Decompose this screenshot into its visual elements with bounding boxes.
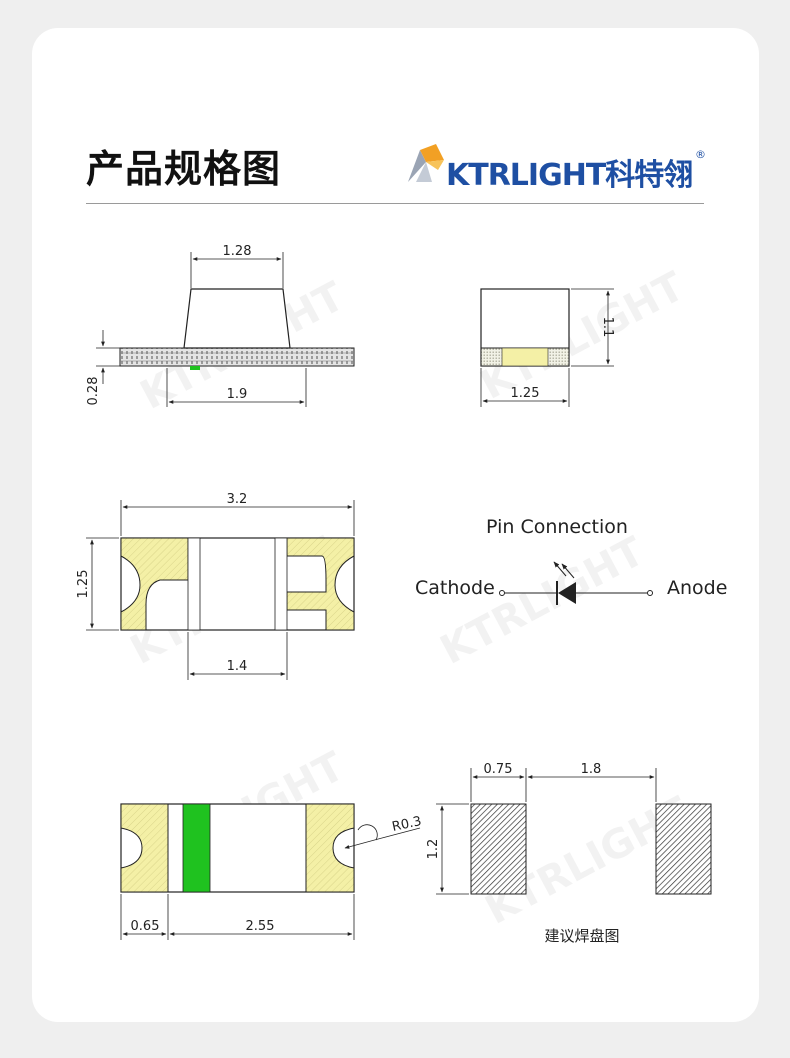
top-dim-length-label: 3.2: [227, 492, 248, 507]
pin-cathode-label: Cathode: [415, 577, 495, 599]
solder-dim-gap-label: 1.8: [581, 762, 602, 777]
bottom-view: R0.3 0.65 2.55: [120, 803, 423, 940]
side-pcb-substrate: [119, 347, 355, 367]
end-dim-width-label: 1.25: [511, 386, 540, 401]
brand-mark-icon: [408, 144, 444, 182]
anode-terminal: [647, 590, 653, 596]
side-green-marker: [190, 366, 200, 370]
header-divider: [86, 203, 704, 204]
brand-logo: KTRLIGHT科特翎 ®: [402, 140, 712, 193]
side-dim-width-label: 1.9: [227, 387, 248, 402]
cathode-terminal: [499, 590, 505, 596]
solder-pad-right: [655, 803, 712, 895]
pin-anode-label: Anode: [667, 577, 727, 599]
diode-triangle: [558, 582, 576, 604]
end-view: 1.25 1.1: [480, 288, 615, 407]
brand-registered-mark: ®: [695, 148, 706, 161]
pin-connection-title: Pin Connection: [486, 516, 628, 538]
solder-pad-caption: 建议焊盘图: [544, 927, 619, 945]
side-lens-body: [183, 288, 291, 349]
solder-dim-pad-width-label: 0.75: [484, 762, 513, 777]
top-dim-gap-label: 1.4: [227, 659, 248, 674]
top-view: 3.2 1.25 1.4: [76, 492, 355, 680]
bottom-dim-radius-label: R0.3: [391, 814, 423, 835]
bottom-polarity-stripe: [182, 803, 211, 893]
page-title: 产品规格图: [86, 147, 282, 191]
bottom-pad-left: [120, 803, 169, 893]
bottom-dim-span-label: 2.55: [246, 919, 275, 934]
side-view: 1.28 1.9 0.28: [86, 244, 355, 407]
bottom-pad-right: [305, 803, 355, 893]
end-pad: [501, 347, 549, 367]
solder-pad-left: [470, 803, 527, 895]
pin-connection: Pin Connection Cathode Anode: [415, 516, 727, 605]
emission-arrow-2: [561, 563, 575, 579]
top-pad-left: [120, 537, 189, 631]
side-dim-top-label: 1.28: [223, 244, 252, 259]
solder-dim-height-label: 1.2: [426, 839, 441, 860]
top-rib-right: [274, 537, 288, 631]
watermark-4: KTRLIGHT: [433, 528, 652, 674]
bottom-dim-pad-label: 0.65: [131, 919, 160, 934]
brand-name: KTRLIGHT科特翎: [446, 158, 693, 193]
emission-arrow-1: [553, 561, 567, 577]
end-dim-height-label: 1.1: [600, 317, 615, 338]
solder-pad-layout: 0.75 1.8 1.2 建议焊盘图: [426, 762, 712, 945]
top-pad-right: [286, 537, 355, 631]
top-dim-width-label: 1.25: [76, 570, 91, 599]
top-rib-left: [187, 537, 201, 631]
side-dim-height-label: 0.28: [86, 377, 101, 406]
